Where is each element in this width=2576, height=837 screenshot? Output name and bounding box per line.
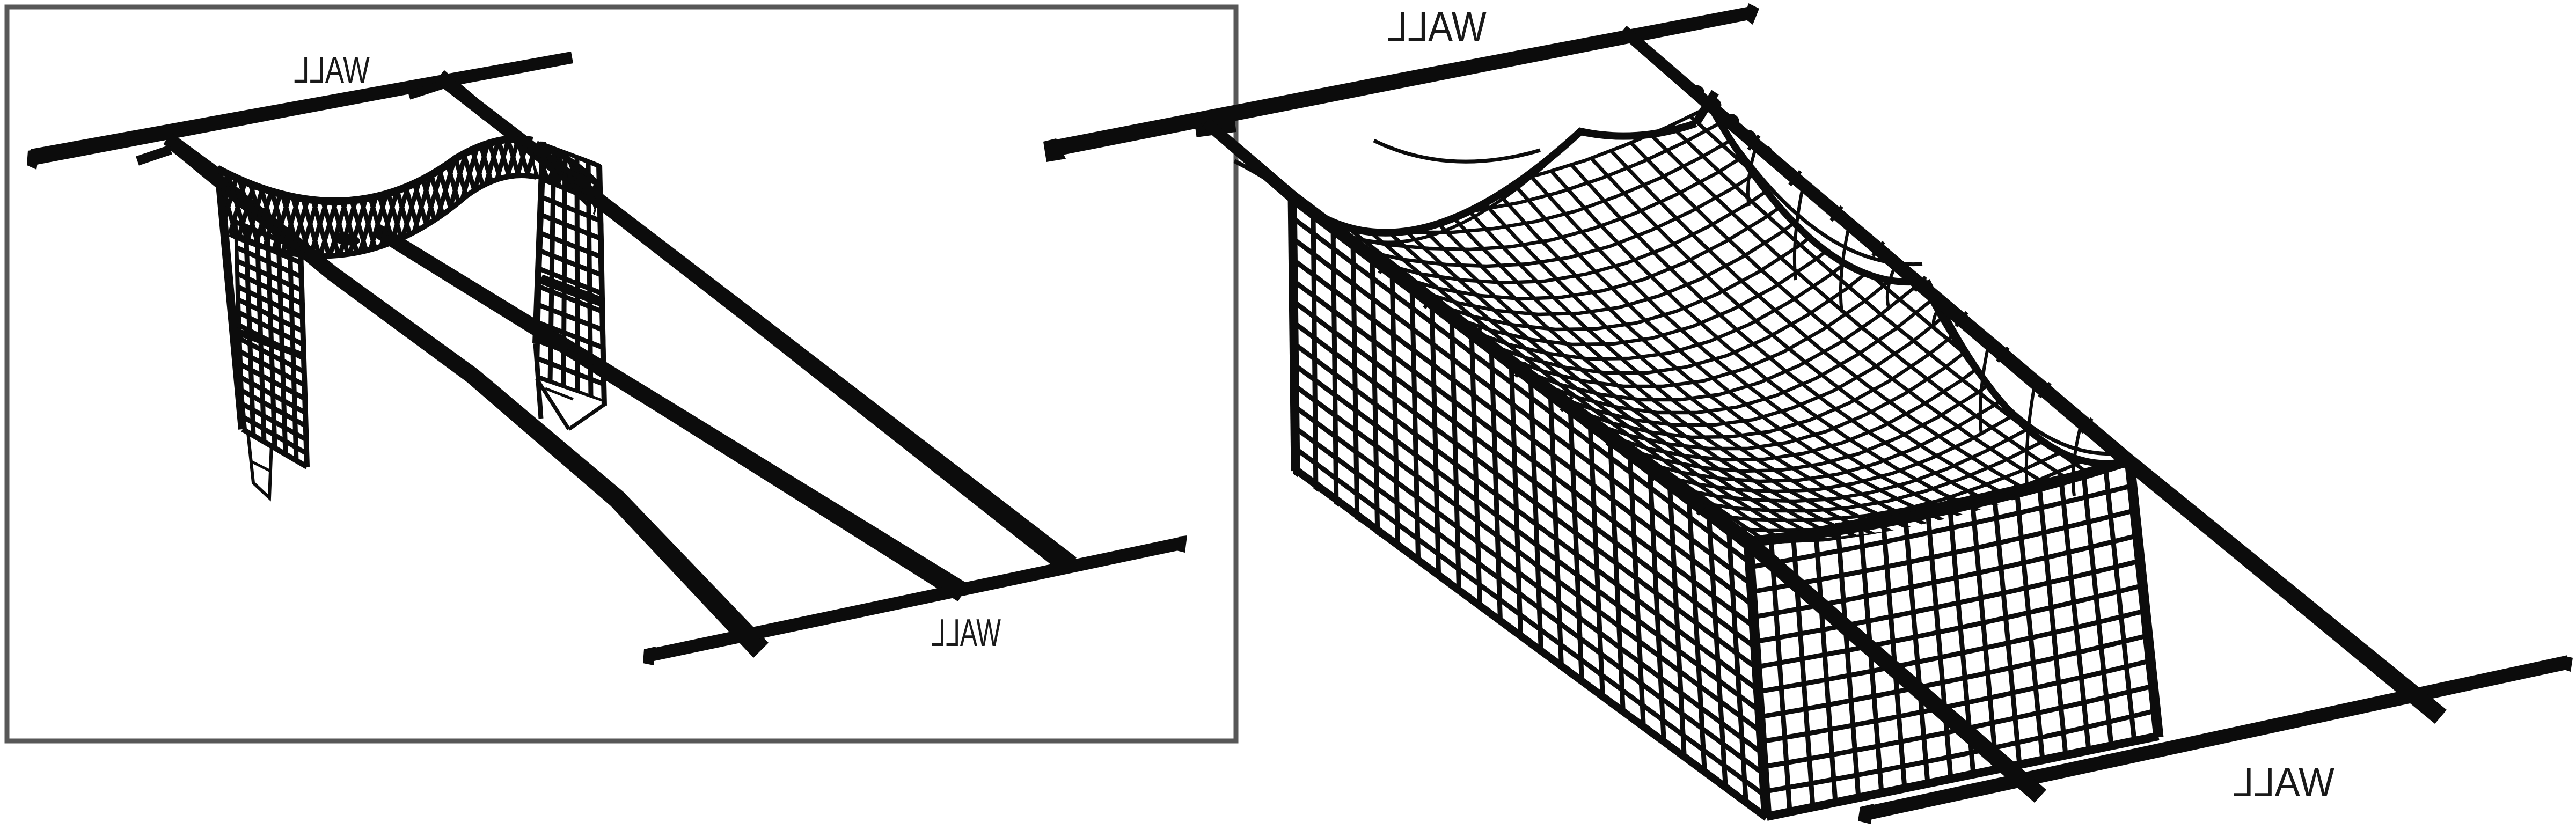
svg-text:WALL: WALL <box>931 612 1001 655</box>
svg-text:WALL: WALL <box>294 49 370 91</box>
svg-text:WALL: WALL <box>2233 760 2334 805</box>
svg-text:WALL: WALL <box>1387 3 1487 50</box>
